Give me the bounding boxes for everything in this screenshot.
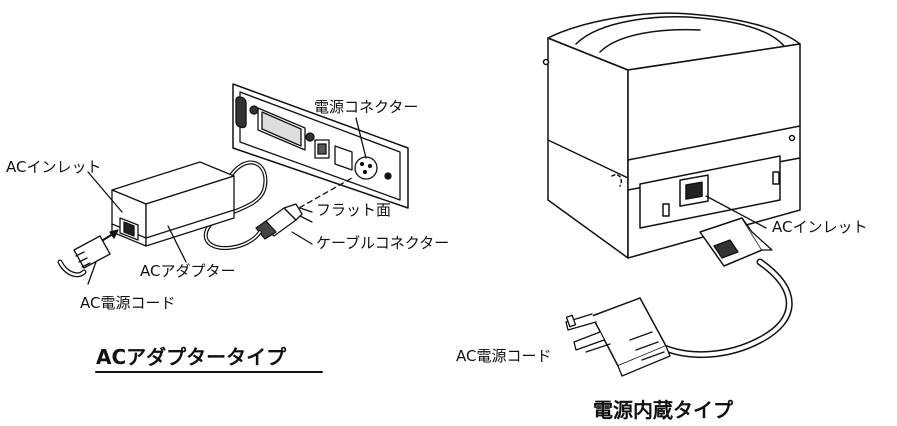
label-ac-power-cord-right: AC電源コード (456, 347, 552, 365)
parallel-port (249, 105, 315, 151)
label-power-connector: 電源コネクター (314, 98, 419, 116)
printer-body (542, 12, 801, 259)
ac-inlet-printer (679, 174, 709, 207)
label-ac-adapter: ACアダプター (140, 262, 236, 280)
label-ac-inlet-left: ACインレット (6, 158, 102, 176)
ac-power-cord-right (565, 217, 793, 377)
printer-rear-panel (232, 83, 409, 209)
cable-connector (255, 203, 313, 240)
label-ac-inlet-right: ACインレット (772, 218, 868, 236)
title-ac-adapter-type: ACアダプタータイプ (96, 345, 287, 369)
ac-power-cord-left (57, 235, 111, 278)
label-cable-connector: ケーブルコネクター (316, 234, 450, 252)
title-built-in-power-type: 電源内蔵タイプ (593, 398, 733, 422)
ac-adapter (111, 161, 235, 247)
power-connector (354, 156, 392, 180)
label-ac-power-cord-left: AC電源コード (80, 294, 176, 312)
label-flat-side: フラット面 (316, 201, 392, 219)
